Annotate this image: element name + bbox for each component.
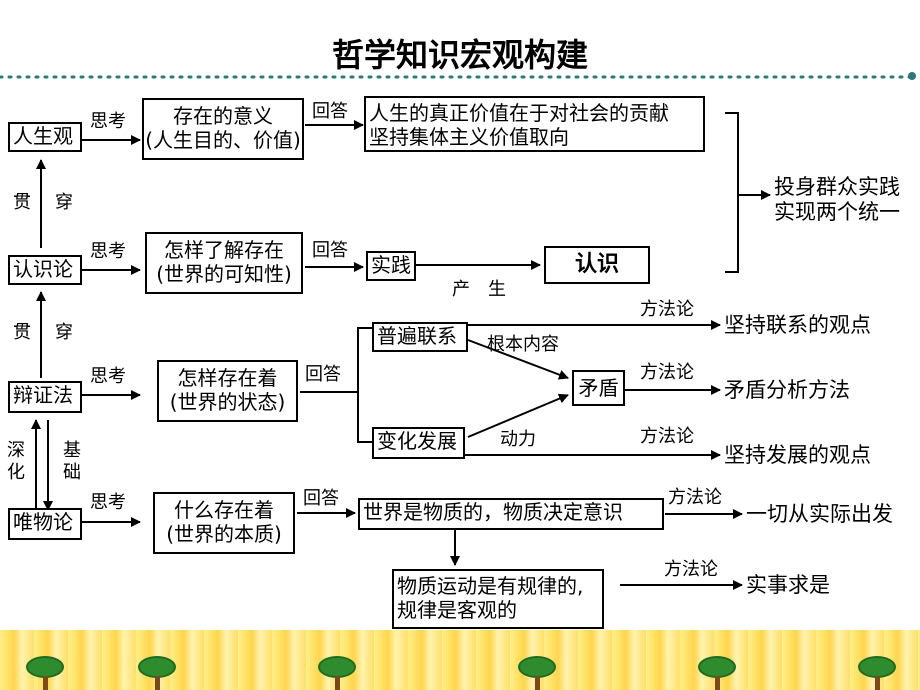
node-renshi: 认识 <box>544 246 650 284</box>
label-sikao-4: 思考 <box>90 492 126 513</box>
node-zenyang-cunzai-title: 怎样存在着 <box>177 366 278 390</box>
node-guilv-line2: 规律是客观的 <box>397 598 517 622</box>
node-renshi-lun: 认识论 <box>8 255 82 285</box>
label-sikao-1: 思考 <box>90 111 126 132</box>
label-fangfalun-1: 方法论 <box>640 299 694 320</box>
node-jiazhi: 人生的真正价值在于对社会的贡献 坚持集体主义价值取向 <box>364 96 705 152</box>
label-chansheng: 产 生 <box>452 279 506 300</box>
label-ji: 基 <box>63 440 81 461</box>
node-bianzheng: 辩证法 <box>8 381 82 413</box>
tree-icon <box>700 658 734 690</box>
separator-end-dot <box>908 72 916 80</box>
node-zenyang-liaojie: 怎样了解存在 (世界的可知性) <box>145 232 303 294</box>
label-huida-2: 回答 <box>312 240 348 261</box>
decorative-footer <box>0 630 920 690</box>
label-chu: 础 <box>63 462 81 483</box>
node-zenyang-cunzai-sub: (世界的状态) <box>169 390 286 414</box>
tree-icon <box>860 658 894 690</box>
node-guilv: 物质运动是有规律的, 规律是客观的 <box>392 569 604 629</box>
text-maodun-fenxi: 矛盾分析方法 <box>724 378 850 402</box>
label-genben: 根本内容 <box>487 334 559 355</box>
label-fangfalun-2: 方法论 <box>640 362 694 383</box>
tree-icon <box>520 658 554 690</box>
label-chuan-1: 穿 <box>55 192 73 213</box>
node-shenme-cunzai-title: 什么存在着 <box>174 498 274 522</box>
label-guan-2: 贯 <box>13 322 31 343</box>
node-jiazhi-line1: 人生的真正价值在于对社会的贡献 <box>369 101 669 125</box>
tree-icon <box>140 658 174 690</box>
node-shenme-cunzai: 什么存在着 (世界的本质) <box>153 492 295 554</box>
label-huida-1: 回答 <box>312 101 348 122</box>
label-fangfalun-5: 方法论 <box>664 559 718 580</box>
node-shenme-cunzai-sub: (世界的本质) <box>166 522 282 546</box>
text-toushen-line2: 实现两个统一 <box>774 200 900 224</box>
label-chuan-2: 穿 <box>55 322 73 343</box>
label-huida-3: 回答 <box>305 364 341 385</box>
label-sikao-2: 思考 <box>90 241 126 262</box>
node-cunzai-yiyi-sub: (人生目的、价值) <box>145 128 301 152</box>
node-cunzai-yiyi-title: 存在的意义 <box>173 104 273 128</box>
label-guan-1: 贯 <box>13 192 31 213</box>
node-maodun: 矛盾 <box>572 370 625 406</box>
node-rensheng: 人生观 <box>8 122 82 152</box>
text-toushen-line1: 投身群众实践 <box>774 175 900 199</box>
node-shijian: 实践 <box>366 251 416 281</box>
text-lianxi-guandian: 坚持联系的观点 <box>724 313 871 337</box>
node-jiazhi-line2: 坚持集体主义价值取向 <box>369 125 569 149</box>
tree-icon <box>320 658 354 690</box>
node-weiwu: 唯物论 <box>8 508 82 540</box>
tree-icon <box>28 658 62 690</box>
label-shen: 深 <box>7 440 25 461</box>
node-cunzai-yiyi: 存在的意义 (人生目的、价值) <box>142 98 304 160</box>
text-shishi: 实事求是 <box>746 573 830 597</box>
label-fangfalun-4: 方法论 <box>668 487 722 508</box>
node-pubian: 普遍联系 <box>372 322 468 352</box>
node-zenyang-cunzai: 怎样存在着 (世界的状态) <box>157 360 298 422</box>
label-dongli: 动力 <box>500 429 536 450</box>
node-wuzhi: 世界是物质的，物质决定意识 <box>358 498 664 530</box>
text-yiqie: 一切从实际出发 <box>746 502 893 526</box>
page-title: 哲学知识宏观构建 <box>331 36 588 74</box>
node-zenyang-liaojie-sub: (世界的可知性) <box>156 262 292 286</box>
label-huida-4: 回答 <box>303 488 339 509</box>
node-guilv-line1: 物质运动是有规律的, <box>397 574 584 598</box>
node-bianhua: 变化发展 <box>372 427 465 459</box>
node-zenyang-liaojie-title: 怎样了解存在 <box>164 238 284 262</box>
label-sikao-3: 思考 <box>90 366 126 387</box>
label-hua: 化 <box>7 462 25 483</box>
label-fangfalun-3: 方法论 <box>640 426 694 447</box>
text-fazhan-guandian: 坚持发展的观点 <box>724 443 871 467</box>
